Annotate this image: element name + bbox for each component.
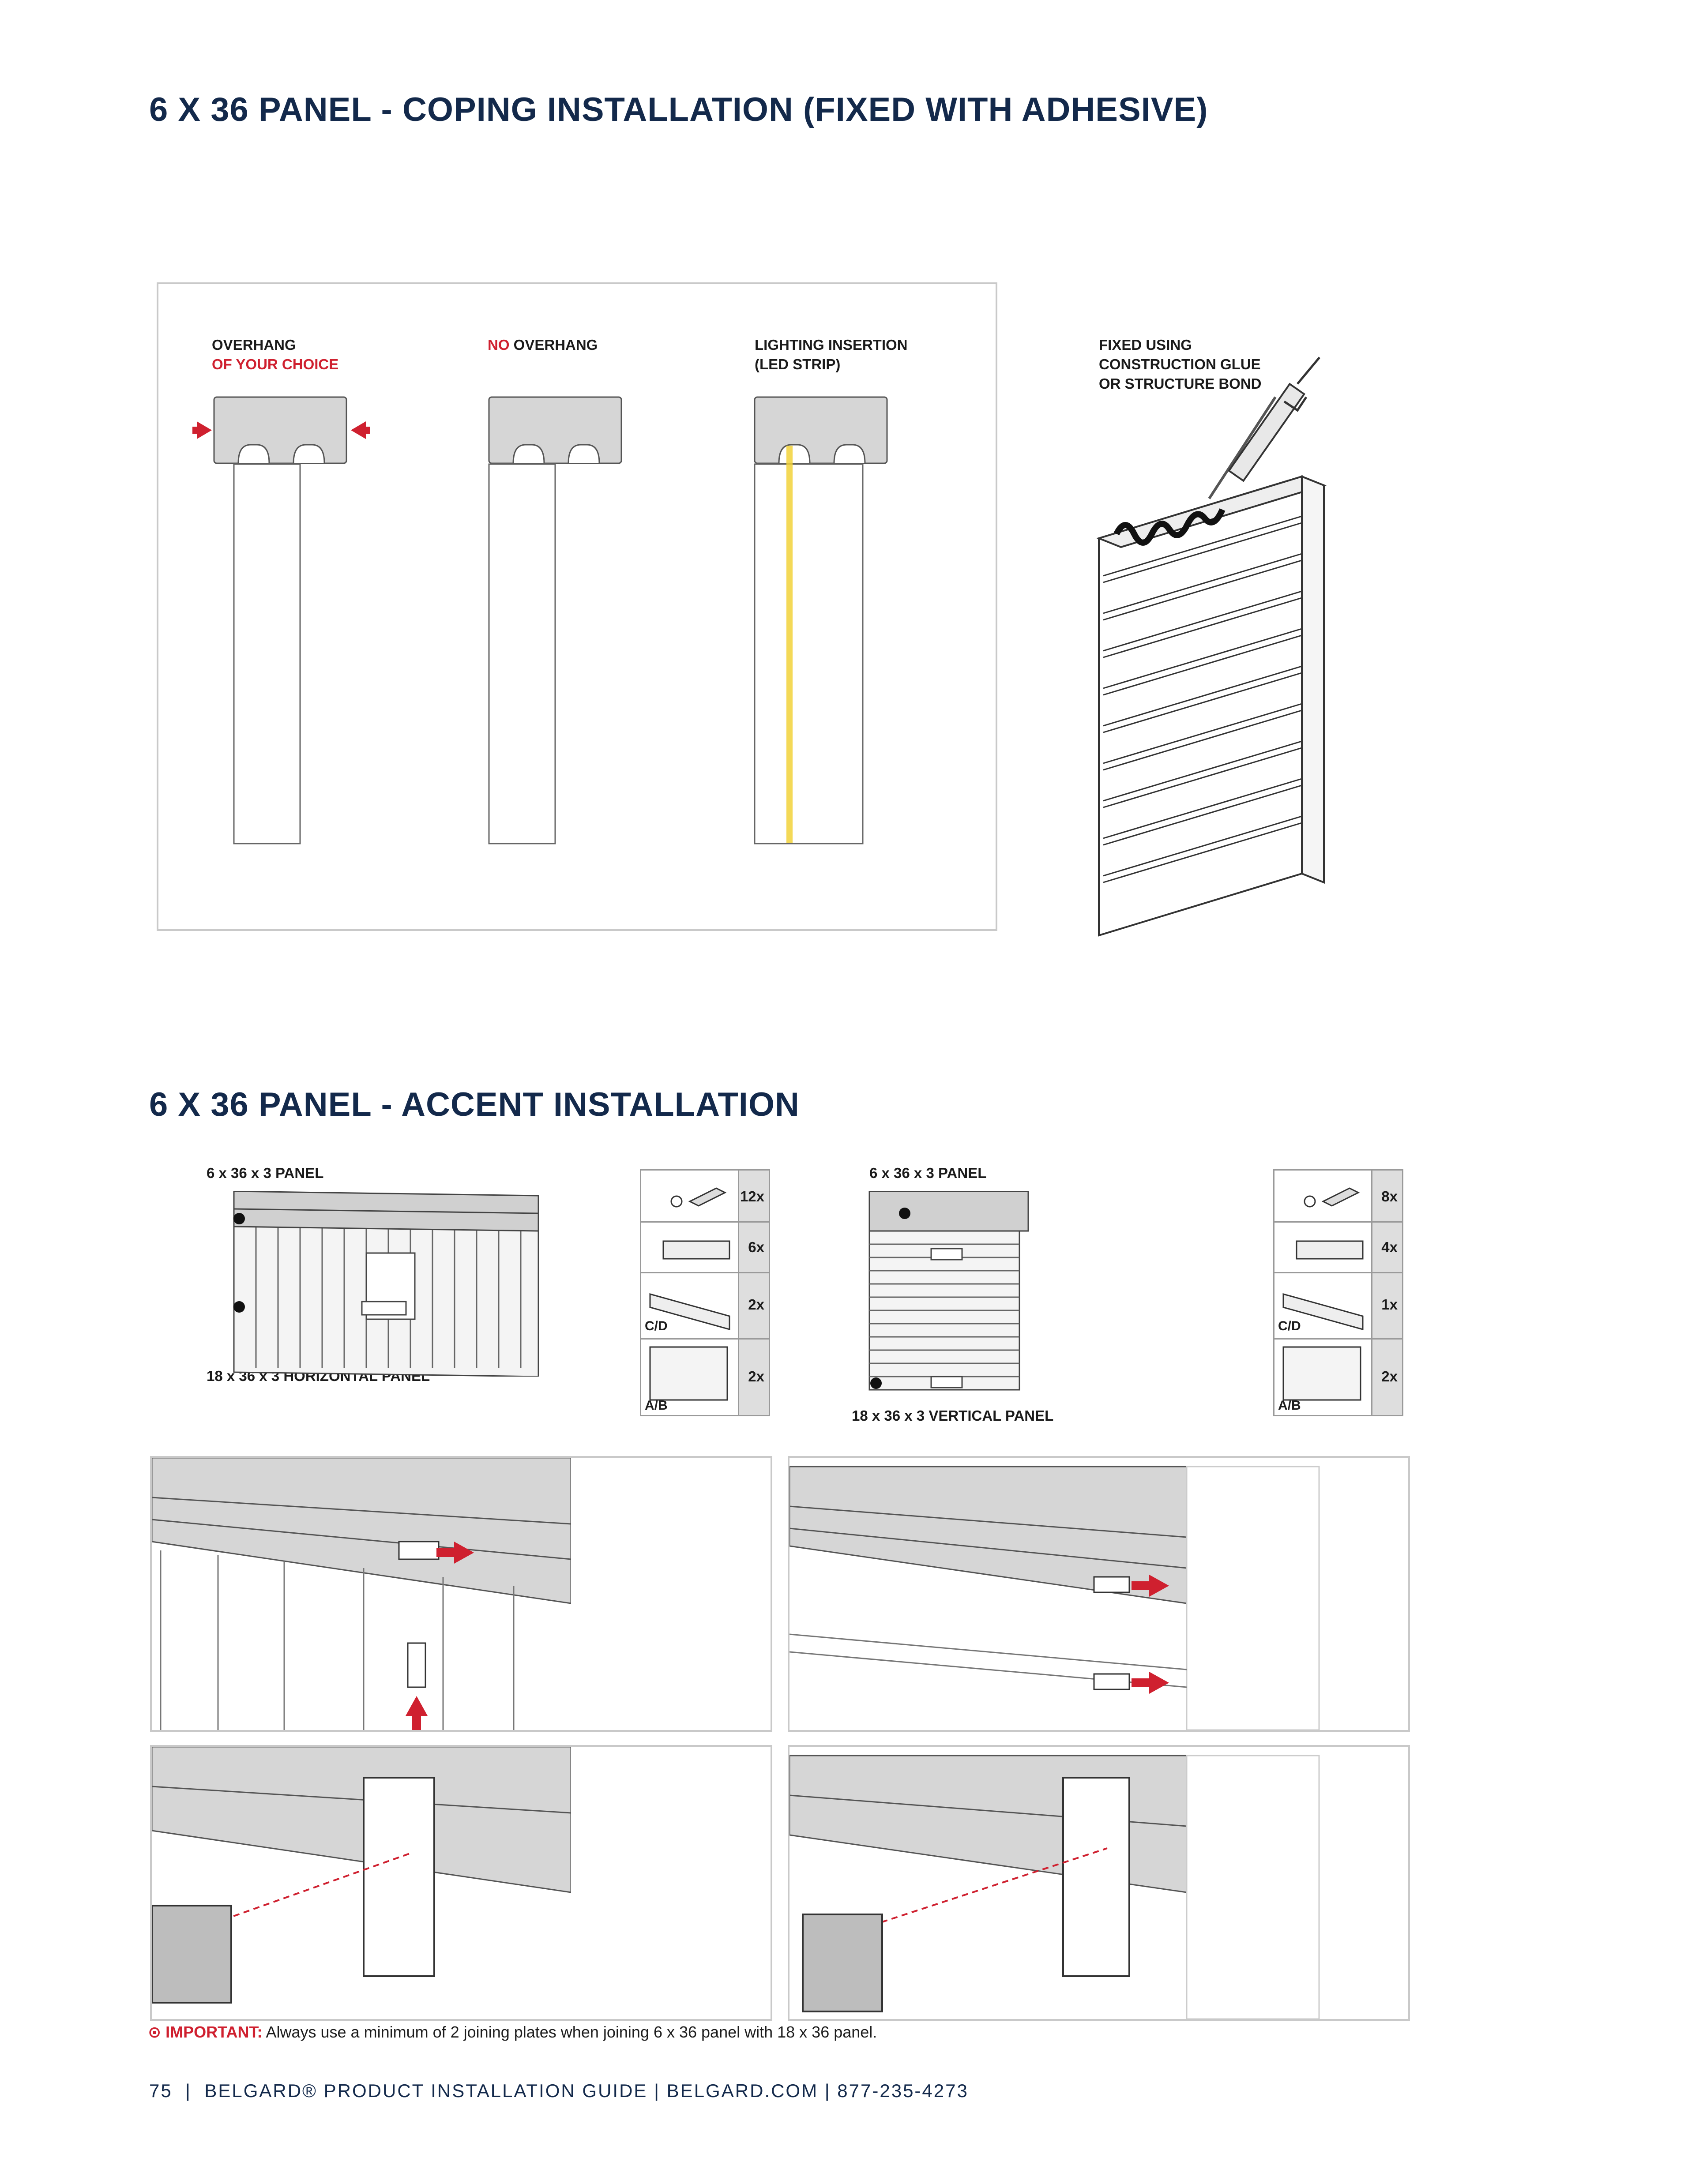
caulk-gun-icon <box>1208 356 1320 499</box>
adhesive-label: FIXED USING CONSTRUCTION GLUE OR STRUCTU… <box>1099 335 1262 394</box>
arrow-up-icon <box>406 1696 428 1730</box>
coping-piece-icon <box>1282 1293 1364 1330</box>
coping-piece-icon <box>649 1293 730 1330</box>
drill-icon <box>802 1914 883 2012</box>
arrow-left-icon <box>192 421 212 439</box>
step-3-illustration <box>152 1747 771 2019</box>
left-kit-qty-plates: 6x <box>748 1239 764 1255</box>
coping-overhang-diagram <box>192 396 370 844</box>
right-kit-qty-plates: 4x <box>1381 1239 1398 1255</box>
right-kit-qty-ab: 2x <box>1381 1368 1398 1385</box>
right-kit-icons <box>1282 1187 1364 1401</box>
right-panel-label: 6 x 36 x 3 PANEL <box>869 1165 987 1181</box>
joining-plate-icon <box>662 1240 730 1260</box>
step-4-illustration <box>789 1755 1320 2019</box>
nut-icon <box>670 1195 683 1208</box>
left-kit-qty-column <box>738 1171 769 1415</box>
step-frame-4 <box>788 1745 1410 2021</box>
bracket-icon <box>363 1777 435 1977</box>
step-1-illustration <box>152 1458 771 1730</box>
left-kit-qty-cd: 2x <box>748 1296 764 1313</box>
coping-diagrams <box>192 396 888 844</box>
page-footer: 75 | BELGARD® PRODUCT INSTALLATION GUIDE… <box>149 2080 969 2101</box>
right-kit-cd-label: C/D <box>1278 1319 1301 1333</box>
page-number: 75 <box>149 2080 173 2101</box>
adhesive-label-line2: CONSTRUCTION GLUE <box>1099 356 1261 372</box>
important-icon: ⊙ <box>148 2023 166 2041</box>
important-label: IMPORTANT: <box>165 2023 263 2041</box>
step-2-illustration <box>789 1466 1320 1730</box>
left-kit-icons <box>649 1187 730 1401</box>
panel-piece-icon <box>1282 1346 1361 1401</box>
left-panel-label: 6 x 36 x 3 PANEL <box>207 1165 324 1181</box>
screw-icon <box>1321 1187 1360 1207</box>
no-overhang-prefix: NO <box>488 337 510 353</box>
right-kit-qty-screws: 8x <box>1381 1188 1398 1205</box>
screw-icon <box>688 1187 727 1207</box>
bracket-icon <box>1062 1777 1130 1977</box>
left-kit-table: 12x 6x 2x 2x C/D A/B <box>640 1169 770 1416</box>
left-kit-qty-screws: 12x <box>740 1188 764 1205</box>
footer-text: BELGARD® PRODUCT INSTALLATION GUIDE | BE… <box>204 2080 969 2101</box>
lighting-label-line1: LIGHTING INSERTION <box>755 337 908 353</box>
arrow-left-icon <box>1132 1672 1169 1694</box>
right-base-label: 18 x 36 x 3 VERTICAL PANEL <box>852 1407 1054 1424</box>
coping-lighting-diagram <box>754 396 888 844</box>
no-overhang-label: NO OVERHANG <box>488 335 598 355</box>
arrow-left-icon <box>436 1542 474 1564</box>
coping-section-title: 6 X 36 PANEL - COPING INSTALLATION (FIXE… <box>149 91 1208 128</box>
left-kit-cd-label: C/D <box>645 1319 668 1333</box>
led-strip-icon <box>786 446 793 843</box>
coping-no-overhang-diagram <box>488 396 622 844</box>
lighting-label: LIGHTING INSERTION (LED STRIP) <box>755 335 908 374</box>
vertical-panel-assembly <box>868 1191 1029 1391</box>
left-kit-qty-ab: 2x <box>748 1368 764 1385</box>
important-note: ⊙ IMPORTANT: Always use a minimum of 2 j… <box>148 2023 877 2041</box>
arrow-left-icon <box>1132 1575 1169 1597</box>
horizontal-panel-assembly <box>233 1191 539 1377</box>
overhang-label-line1: OVERHANG <box>212 337 296 353</box>
drill-icon <box>152 1905 232 2004</box>
lighting-label-line2: (LED STRIP) <box>755 356 841 372</box>
adhesive-label-line1: FIXED USING <box>1099 337 1192 353</box>
right-kit-qty-column <box>1371 1171 1402 1415</box>
right-kit-table: 8x 4x 1x 2x C/D A/B <box>1273 1169 1403 1416</box>
joining-plate-icon <box>1296 1240 1364 1260</box>
step-frame-3 <box>150 1745 772 2021</box>
panel-piece-icon <box>649 1346 728 1401</box>
nut-icon <box>1304 1195 1316 1208</box>
adhesive-panel-illustration <box>1096 356 1327 937</box>
no-overhang-suffix: OVERHANG <box>509 337 598 353</box>
step-frame-2 <box>788 1456 1410 1732</box>
arrow-right-icon <box>351 421 370 439</box>
right-kit-qty-cd: 1x <box>1381 1296 1398 1313</box>
step-frame-1 <box>150 1456 772 1732</box>
important-text: Always use a minimum of 2 joining plates… <box>262 2023 877 2041</box>
glue-bead-icon <box>1113 508 1226 546</box>
accent-section-title: 6 X 36 PANEL - ACCENT INSTALLATION <box>149 1086 800 1123</box>
overhang-label-line2: OF YOUR CHOICE <box>212 356 339 372</box>
adhesive-label-line3: OR STRUCTURE BOND <box>1099 375 1262 392</box>
overhang-label: OVERHANG OF YOUR CHOICE <box>212 335 338 374</box>
